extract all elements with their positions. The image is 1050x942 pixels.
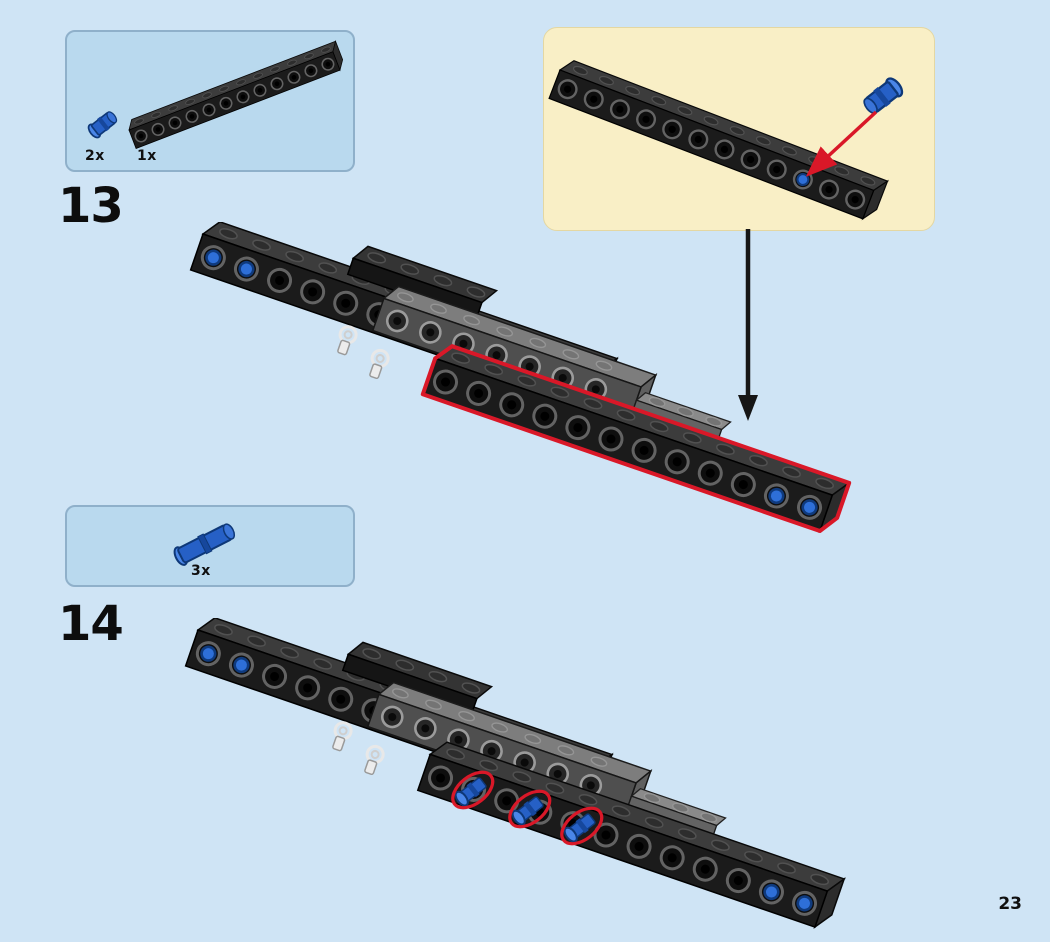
white-pin-icon bbox=[332, 323, 360, 358]
step14-number: 14 bbox=[58, 596, 124, 652]
part-count-label: 2x bbox=[85, 148, 105, 164]
inserted-long-pin bbox=[451, 770, 495, 810]
red-highlight-circle bbox=[560, 806, 604, 846]
part-count-label: 1x bbox=[137, 148, 157, 164]
technic-brick-1x12-icon bbox=[126, 41, 346, 148]
step14-assembly-illustration bbox=[180, 618, 870, 942]
part-count-label: 3x bbox=[191, 563, 211, 579]
inserted-long-pin bbox=[560, 806, 604, 846]
callout-illustration bbox=[544, 28, 907, 232]
blue-pin-icon bbox=[859, 74, 907, 118]
step13-number: 13 bbox=[58, 178, 124, 234]
callout-pointer-arrow bbox=[738, 229, 758, 421]
page-number: 23 bbox=[998, 894, 1022, 914]
red-insert-arrow bbox=[805, 110, 878, 177]
step14-parts-box: 3x bbox=[65, 505, 355, 587]
technic-pin-blue-icon bbox=[85, 108, 120, 141]
white-pin-icon bbox=[327, 719, 355, 754]
step13-parts-illustration bbox=[85, 32, 353, 170]
step13-parts-box: 2x 1x bbox=[65, 30, 355, 172]
technic-beam bbox=[549, 57, 887, 222]
red-highlight-outline bbox=[420, 344, 852, 534]
red-highlight-circle bbox=[451, 770, 495, 810]
step13-detail-callout bbox=[543, 27, 935, 231]
white-pin-icon bbox=[359, 742, 387, 778]
step13-assembly-illustration bbox=[185, 222, 852, 557]
red-highlight-circle bbox=[508, 789, 552, 829]
white-pin-icon bbox=[364, 346, 392, 382]
technic-long-pin-blue-icon bbox=[171, 520, 239, 568]
inserted-long-pin bbox=[508, 789, 552, 829]
